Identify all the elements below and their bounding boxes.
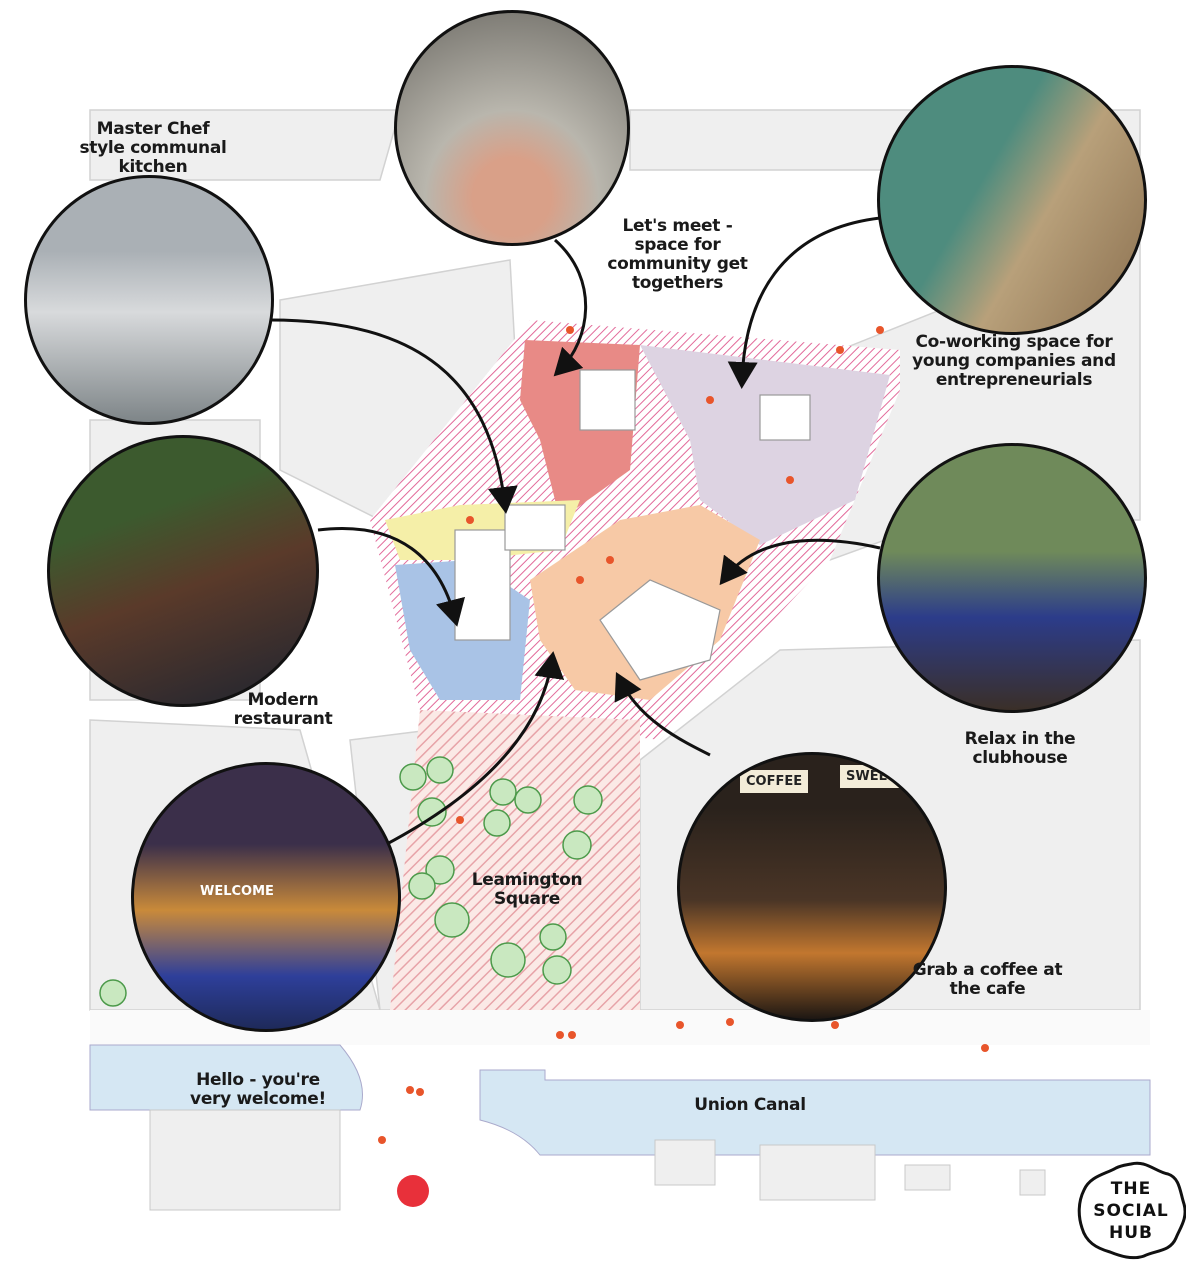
label-square: Leamington Square <box>471 870 583 909</box>
arrow-restaurant <box>317 527 466 627</box>
photo-meeting-room <box>394 10 630 246</box>
arrow-kitchen <box>269 318 518 514</box>
label-clubhouse: Relax in the clubhouse <box>964 729 1076 768</box>
label-kitchen: Master Chef style communal kitchen <box>79 119 227 177</box>
photo-kitchen <box>24 175 274 425</box>
label-restaurant: Modern restaurant <box>233 690 333 729</box>
photo-restaurant <box>47 435 319 707</box>
welcome-sign: WELCOME <box>200 884 274 899</box>
canal-buildings <box>149 1109 1046 1211</box>
interior-walls <box>454 369 811 681</box>
arrow-clubhouse <box>719 538 881 586</box>
logo-line-1: THE <box>1110 1179 1152 1199</box>
trees <box>99 756 603 1007</box>
label-meeting: Let's meet - space for community get tog… <box>607 216 748 293</box>
the-social-hub-logo: THE SOCIAL HUB <box>1076 1160 1186 1260</box>
photo-coworking <box>877 65 1147 335</box>
photo-clubhouse <box>877 443 1147 713</box>
photo-welcome: WELCOME <box>131 762 401 1032</box>
arrow-welcome <box>384 651 565 847</box>
label-canal: Union Canal <box>694 1095 806 1115</box>
label-cafe: Grab a coffee at the cafe <box>912 960 1063 999</box>
arrow-cafe <box>614 671 711 757</box>
location-marker <box>397 1175 429 1207</box>
label-welcome: Hello - you're very welcome! <box>190 1070 326 1109</box>
label-coworking: Co-working space for young companies and… <box>912 332 1116 390</box>
cafe-board-coffee: COFFEE <box>740 770 809 793</box>
logo-line-3: HUB <box>1109 1223 1153 1243</box>
arrow-meeting <box>553 238 588 377</box>
cafe-board-sweets: SWEETS <box>840 765 912 788</box>
photo-cafe: COFFEE SWEETS <box>677 752 947 1022</box>
coworking-zone <box>640 345 890 545</box>
logo-line-2: SOCIAL <box>1093 1201 1169 1221</box>
arrows <box>269 216 881 847</box>
arrow-coworking <box>727 216 881 389</box>
canal-water <box>89 1044 363 1111</box>
people <box>378 326 989 1144</box>
